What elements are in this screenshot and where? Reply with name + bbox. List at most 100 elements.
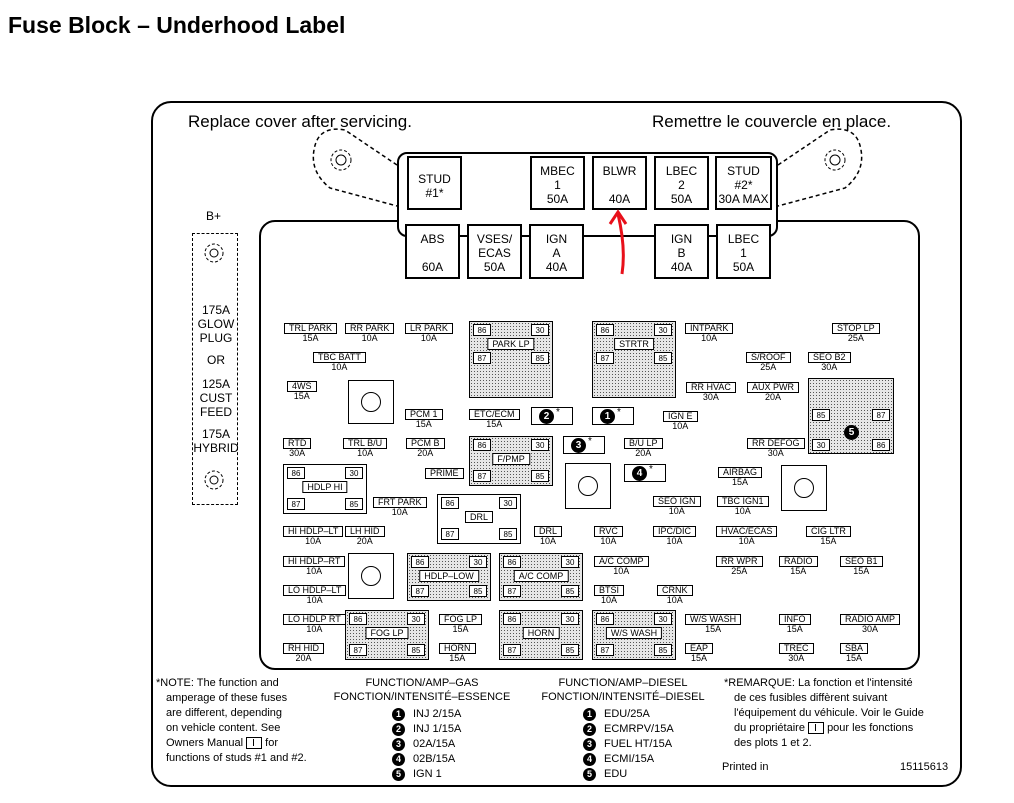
position-4: 4* [624,464,666,482]
note-english: *NOTE: The function and amperage of thes… [156,677,307,764]
slot-stud-2: STUD#2*30A MAX [715,156,772,210]
page-title: Fuse Block – Underhood Label [8,12,346,38]
cover-instruction-fr: Remettre le couvercle en place. [652,112,892,131]
part-number: 15115613 [900,761,949,773]
position-1: 1* [592,407,634,425]
position-3: 3* [563,436,605,454]
position-2: 2* [531,407,573,425]
highlight-arrow-icon [608,209,628,275]
slot-stud-1: STUD#1* [407,156,462,210]
stud-strip [192,233,238,505]
slot-abs: ABS 60A [405,224,460,279]
mounting-hole [348,553,394,599]
slot-blwr: BLWR 40A [592,156,647,210]
owners-manual-icon [246,737,263,750]
mounting-hole [565,463,611,509]
note-french: *REMARQUE: La fonction et l'intensité de… [724,677,924,749]
battery-terminal-label: B+ [206,209,222,223]
printed-in: Printed in [722,761,769,773]
stud-option-or: OR [207,353,225,367]
mounting-hole [781,465,827,511]
owners-guide-icon [808,722,824,735]
mounting-hole [348,380,394,424]
cover-instruction-en: Replace cover after servicing. [188,112,412,131]
